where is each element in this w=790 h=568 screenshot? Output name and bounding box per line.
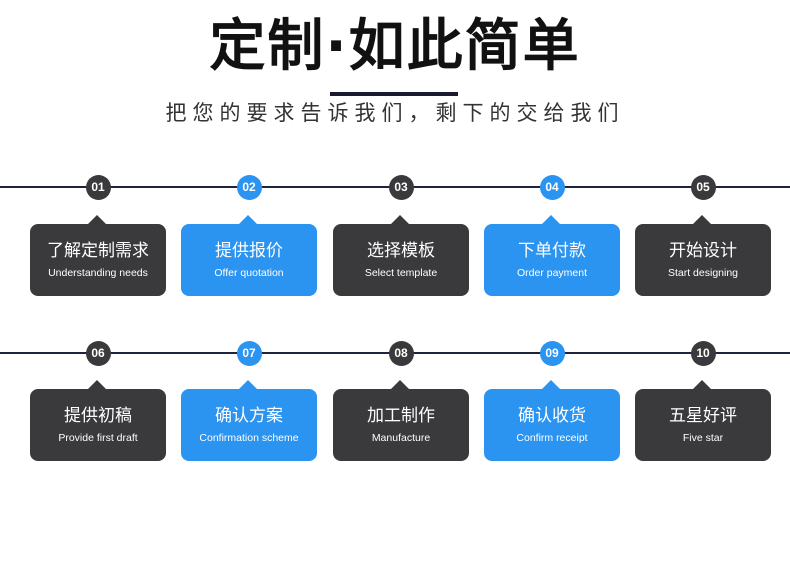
- step-number-badge: 04: [539, 174, 565, 200]
- step-subtitle: Start designing: [667, 267, 739, 279]
- page-title: 定制·如此简单: [209, 14, 581, 79]
- step-title: 五星好评: [669, 406, 737, 426]
- step-number-badge: 10: [690, 340, 716, 366]
- step-number-badge: 03: [388, 174, 414, 200]
- step-subtitle: Confirm receipt: [516, 432, 588, 444]
- step-card: 加工制作 Manufacture: [333, 380, 469, 461]
- step-title: 确认收货: [518, 406, 586, 426]
- step-card: 确认方案 Confirmation scheme: [181, 380, 317, 461]
- step-title: 确认方案: [215, 406, 283, 426]
- step-subtitle: Provide first draft: [58, 432, 138, 444]
- step-subtitle: Understanding needs: [48, 267, 148, 279]
- step-title: 下单付款: [518, 241, 586, 261]
- step-title: 开始设计: [669, 241, 737, 261]
- step-number-badge: 01: [85, 174, 111, 200]
- step-card: 选择模板 Select template: [333, 215, 469, 296]
- step-number-badge: 07: [236, 340, 262, 366]
- step-number-badge: 08: [388, 340, 414, 366]
- step-card: 确认收货 Confirm receipt: [484, 380, 620, 461]
- step-title: 提供报价: [215, 241, 283, 261]
- step-title: 选择模板: [367, 241, 435, 261]
- step-number-badge: 05: [690, 174, 716, 200]
- step-subtitle: Confirmation scheme: [199, 432, 299, 444]
- step-number-badge: 09: [539, 340, 565, 366]
- step-subtitle: Select template: [364, 267, 438, 279]
- step-subtitle: Five star: [682, 432, 724, 444]
- step-title: 提供初稿: [64, 406, 132, 426]
- step-card: 了解定制需求 Understanding needs: [30, 215, 166, 296]
- step-number-badge: 06: [85, 340, 111, 366]
- step-subtitle: Manufacture: [371, 432, 431, 444]
- step-title: 加工制作: [367, 406, 435, 426]
- step-card: 开始设计 Start designing: [635, 215, 771, 296]
- page-subtitle: 把您的要求告诉我们，剩下的交给我们: [165, 101, 625, 125]
- step-subtitle: Offer quotation: [214, 267, 284, 279]
- step-card: 提供初稿 Provide first draft: [30, 380, 166, 461]
- step-card: 提供报价 Offer quotation: [181, 215, 317, 296]
- step-card: 下单付款 Order payment: [484, 215, 620, 296]
- title-underline: [330, 92, 458, 96]
- step-title: 了解定制需求: [47, 241, 149, 261]
- step-card: 五星好评 Five star: [635, 380, 771, 461]
- step-subtitle: Order payment: [516, 267, 588, 279]
- step-number-badge: 02: [236, 174, 262, 200]
